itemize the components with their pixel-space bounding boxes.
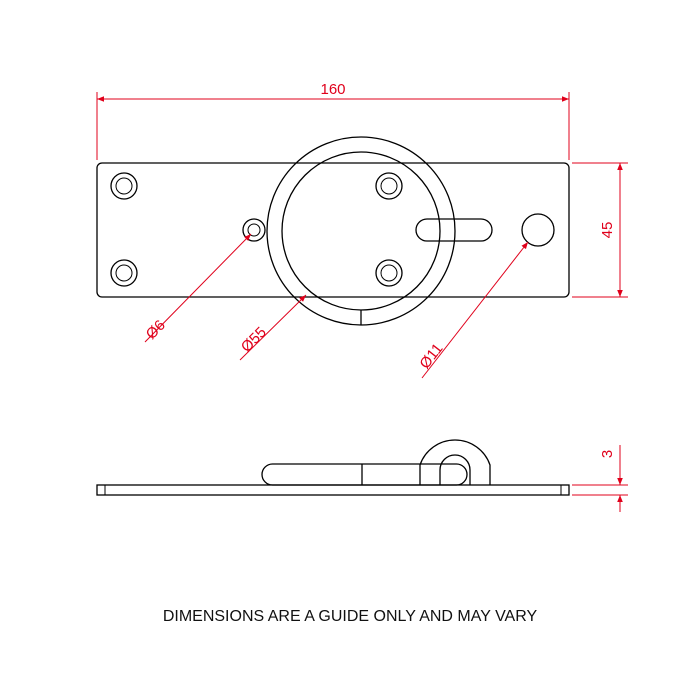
side-plate-outline [96, 484, 570, 496]
side-ring [261, 463, 468, 486]
width-label: 45 [599, 222, 616, 239]
ring-label: Ø55 [238, 324, 270, 356]
dimension-width: 45 [572, 162, 628, 298]
side-hinge [419, 439, 491, 485]
fixing-hole-small [242, 218, 266, 242]
base-plate-outline [96, 162, 570, 298]
hole-label: Ø11 [416, 340, 446, 372]
disclaimer-note: DIMENSIONS ARE A GUIDE ONLY AND MAY VARY [162, 608, 538, 625]
ring [266, 136, 456, 326]
dimension-ring: Ø55 [238, 294, 307, 361]
thickness-label: 3 [599, 450, 616, 458]
dimension-thickness: 3 [572, 445, 628, 512]
countersunk-hole-bottom-center [375, 259, 403, 287]
countersunk-hole-bottom-left [110, 259, 138, 287]
top-view [96, 136, 570, 326]
countersunk-hole-top-center [375, 172, 403, 200]
countersunk-hole-top-left [110, 172, 138, 200]
side-view [96, 439, 570, 496]
dimension-length: 160 [96, 81, 570, 160]
dimension-fixing-hole: Ø6 [143, 233, 252, 343]
length-label: 160 [320, 81, 345, 98]
hinge-loop [415, 218, 493, 242]
fixing-hole-label: Ø6 [143, 317, 169, 343]
fixing-hole-large [521, 213, 555, 247]
